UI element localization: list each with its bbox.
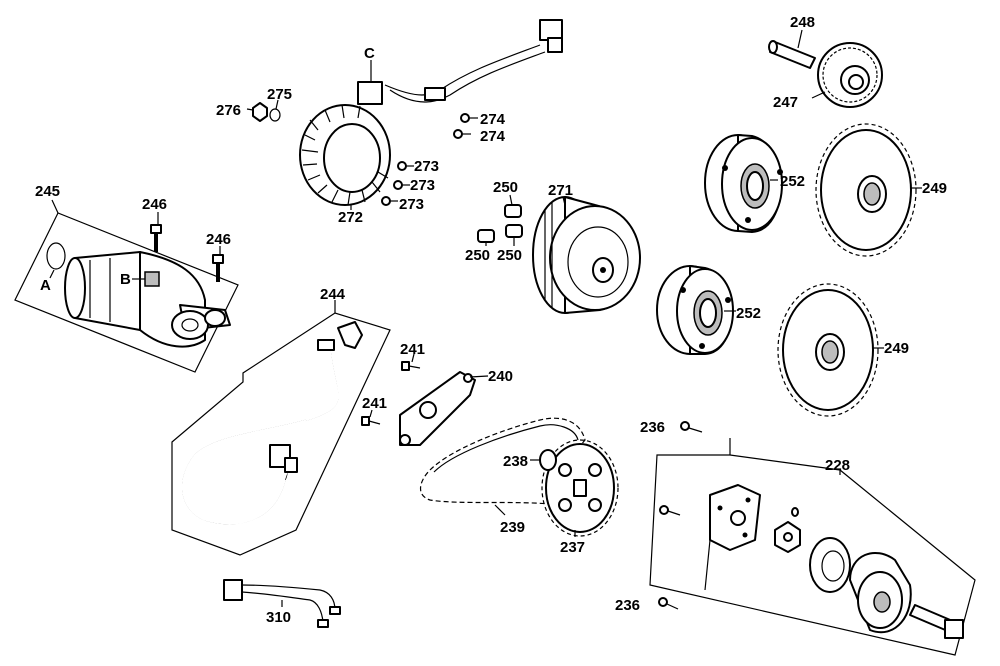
cable-group-244 xyxy=(171,300,391,556)
label-244: 244 xyxy=(320,286,346,303)
label-249-a: 249 xyxy=(922,180,947,197)
washer-nut-group xyxy=(246,99,281,122)
label-252-a: 252 xyxy=(780,173,805,190)
label-252-b: 252 xyxy=(736,305,761,322)
label-249-b: 249 xyxy=(884,340,909,357)
screws-273 xyxy=(381,161,414,206)
label-273-a: 273 xyxy=(414,158,439,175)
label-250-a: 250 xyxy=(493,179,518,196)
label-241-a: 241 xyxy=(400,341,425,358)
label-238: 238 xyxy=(503,453,528,470)
label-275: 275 xyxy=(267,86,292,103)
bolts-241 xyxy=(361,353,421,426)
flywheel-271 xyxy=(532,196,641,314)
label-273-b: 273 xyxy=(410,177,435,194)
label-274-b: 274 xyxy=(480,128,506,145)
label-272: 272 xyxy=(338,209,363,226)
label-236-a: 236 xyxy=(640,419,665,436)
label-228: 228 xyxy=(825,457,850,474)
label-274-a: 274 xyxy=(480,111,506,128)
label-240: 240 xyxy=(488,368,513,385)
label-241-b: 241 xyxy=(362,395,387,412)
label-247: 247 xyxy=(773,94,798,111)
label-246-a: 246 xyxy=(142,196,167,213)
sprocket-249-lower xyxy=(777,283,884,417)
label-248: 248 xyxy=(790,14,815,31)
stator-group xyxy=(299,19,563,210)
label-a: A xyxy=(40,277,51,294)
clutch-252-upper xyxy=(704,134,783,233)
label-239: 239 xyxy=(500,519,525,536)
screws-274 xyxy=(453,113,478,139)
harness-310 xyxy=(223,579,341,628)
chain-sprocket-group xyxy=(420,417,619,537)
starter-motor-group xyxy=(14,199,239,373)
label-236-b: 236 xyxy=(615,597,640,614)
label-271: 271 xyxy=(548,182,573,199)
clutch-252-lower xyxy=(656,265,736,355)
oil-pump-group-228 xyxy=(649,421,976,656)
label-276: 276 xyxy=(216,102,241,119)
sprocket-249-upper xyxy=(815,123,922,257)
label-310: 310 xyxy=(266,609,291,626)
chain-guide-240 xyxy=(399,371,489,446)
label-246-b: 246 xyxy=(206,231,231,248)
bolts-250 xyxy=(477,194,523,246)
label-250-b: 250 xyxy=(465,247,490,264)
label-b: B xyxy=(120,271,131,288)
label-c: C xyxy=(364,45,375,62)
shaft-gear-group xyxy=(768,29,883,108)
label-245: 245 xyxy=(35,183,60,200)
label-250-c: 250 xyxy=(497,247,522,264)
label-237: 237 xyxy=(560,539,585,556)
label-273-c: 273 xyxy=(399,196,424,213)
